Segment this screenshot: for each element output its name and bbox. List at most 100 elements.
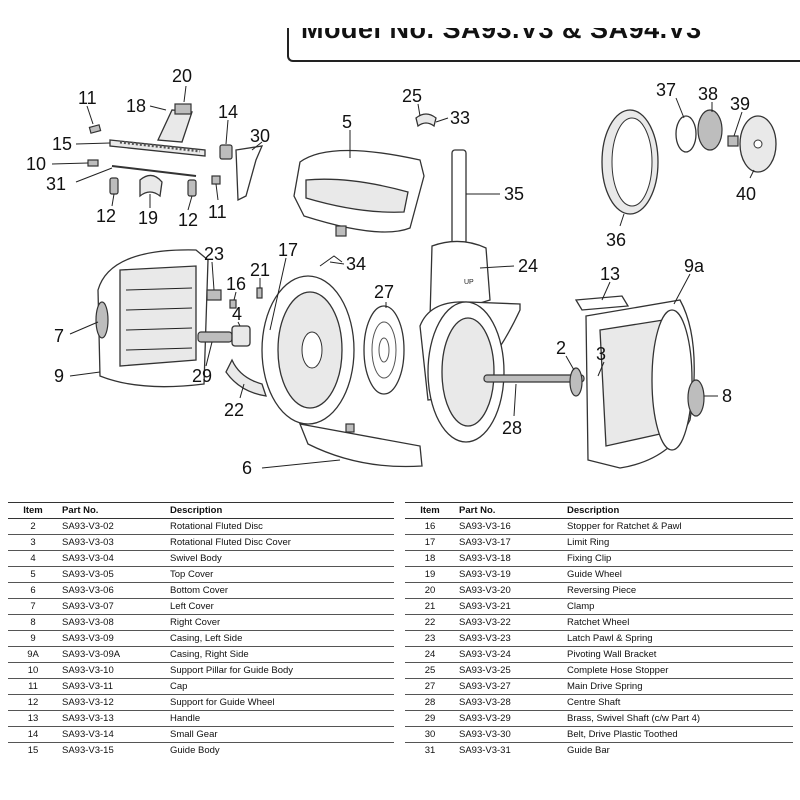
cell-item: 22 [405, 614, 455, 631]
part-5-top-cover [293, 149, 425, 237]
part-34-clip [319, 255, 343, 267]
part-16-stopper [229, 299, 237, 309]
cell-description: Guide Bar [563, 742, 793, 758]
cell-description: Brass, Swivel Shaft (c/w Part 4) [563, 710, 793, 727]
cell-part-no: SA93-V3-23 [455, 630, 563, 647]
callout-30: 30 [250, 126, 270, 146]
leader-lines [51, 85, 755, 469]
callout-16: 16 [226, 274, 246, 294]
callout-28: 28 [502, 418, 522, 438]
cell-description: Ratchet Wheel [563, 614, 793, 631]
header-description: Description [166, 502, 394, 519]
cell-description: Small Gear [166, 726, 394, 743]
cell-part-no: SA93-V3-13 [58, 710, 166, 727]
callout-19: 19 [138, 208, 158, 228]
cell-part-no: SA93-V3-17 [455, 534, 563, 551]
callout-11-right: 11 [208, 202, 227, 222]
callout-9: 9 [54, 366, 64, 386]
cell-part-no: SA93-V3-10 [58, 662, 166, 679]
cell-description: Guide Wheel [563, 566, 793, 583]
cell-item: 9 [8, 630, 58, 647]
cell-item: 8 [8, 614, 58, 631]
callout-20: 20 [172, 66, 192, 86]
cell-item: 19 [405, 566, 455, 583]
part-14-small-gear [219, 144, 233, 160]
part-25-hose-stopper [415, 113, 437, 128]
cell-description: Belt, Drive Plastic Toothed [563, 726, 793, 743]
part-40-cover-plate [739, 115, 777, 173]
cell-item: 20 [405, 582, 455, 599]
cell-description: Stopper for Ratchet & Pawl [563, 518, 793, 535]
cell-description: Rotational Fluted Disc Cover [166, 534, 394, 551]
cell-item: 10 [8, 662, 58, 679]
part-12-support-left [109, 177, 119, 195]
callout-3: 3 [596, 344, 606, 364]
cell-item: 13 [8, 710, 58, 727]
table-header-row: Item Part No. Description [405, 502, 793, 519]
callout-14: 14 [218, 102, 238, 122]
cell-part-no: SA93-V3-16 [455, 518, 563, 535]
cell-part-no: SA93-V3-06 [58, 582, 166, 599]
header-item: Item [8, 502, 58, 519]
cell-part-no: SA93-V3-11 [58, 678, 166, 695]
cell-description: Bottom Cover [166, 582, 394, 599]
header-part-no: Part No. [455, 502, 563, 519]
cell-description: Pivoting Wall Bracket [563, 646, 793, 663]
cell-description: Limit Ring [563, 534, 793, 551]
cell-item: 6 [8, 582, 58, 599]
cell-part-no: SA93-V3-19 [455, 566, 563, 583]
callout-23: 23 [204, 244, 224, 264]
part-29-swivel-shaft [197, 331, 233, 343]
callout-labels: 20 11 18 14 15 30 10 31 12 19 12 11 5 25… [26, 66, 756, 478]
callout-34: 34 [346, 254, 366, 274]
callout-29: 29 [192, 366, 212, 386]
cell-part-no: SA93-V3-12 [58, 694, 166, 711]
cell-part-no: SA93-V3-29 [455, 710, 563, 727]
cell-part-no: SA93-V3-27 [455, 678, 563, 695]
cell-description: Main Drive Spring [563, 678, 793, 695]
cell-item: 14 [8, 726, 58, 743]
part-21-clamp [256, 287, 263, 299]
cell-item: 11 [8, 678, 58, 695]
cell-description: Top Cover [166, 566, 394, 583]
cell-description: Latch Pawl & Spring [563, 630, 793, 647]
cell-item: 5 [8, 566, 58, 583]
cell-item: 3 [8, 534, 58, 551]
part-2-fluted-disc [569, 367, 583, 397]
part-11-cap-right [211, 175, 221, 185]
part-4-swivel-body [231, 325, 251, 347]
part-7-left-cover [95, 301, 109, 339]
cell-part-no: SA93-V3-05 [58, 566, 166, 583]
cell-description: Rotational Fluted Disc [166, 518, 394, 535]
part-17-drum-side [261, 275, 355, 425]
cell-part-no: SA93-V3-02 [58, 518, 166, 535]
cell-item: 9A [8, 646, 58, 663]
cell-description: Support Pillar for Guide Body [166, 662, 394, 679]
cell-part-no: SA93-V3-04 [58, 550, 166, 567]
callout-31: 31 [46, 174, 66, 194]
part-9-casing-left [97, 249, 209, 388]
exploded-parts-diagram: UP [26, 66, 777, 478]
part-28-centre-shaft [483, 374, 585, 383]
cell-part-no: SA93-V3-24 [455, 646, 563, 663]
cell-item: 23 [405, 630, 455, 647]
callout-35: 35 [504, 184, 524, 204]
header-part-no: Part No. [58, 502, 166, 519]
callout-12-right: 12 [178, 210, 198, 230]
